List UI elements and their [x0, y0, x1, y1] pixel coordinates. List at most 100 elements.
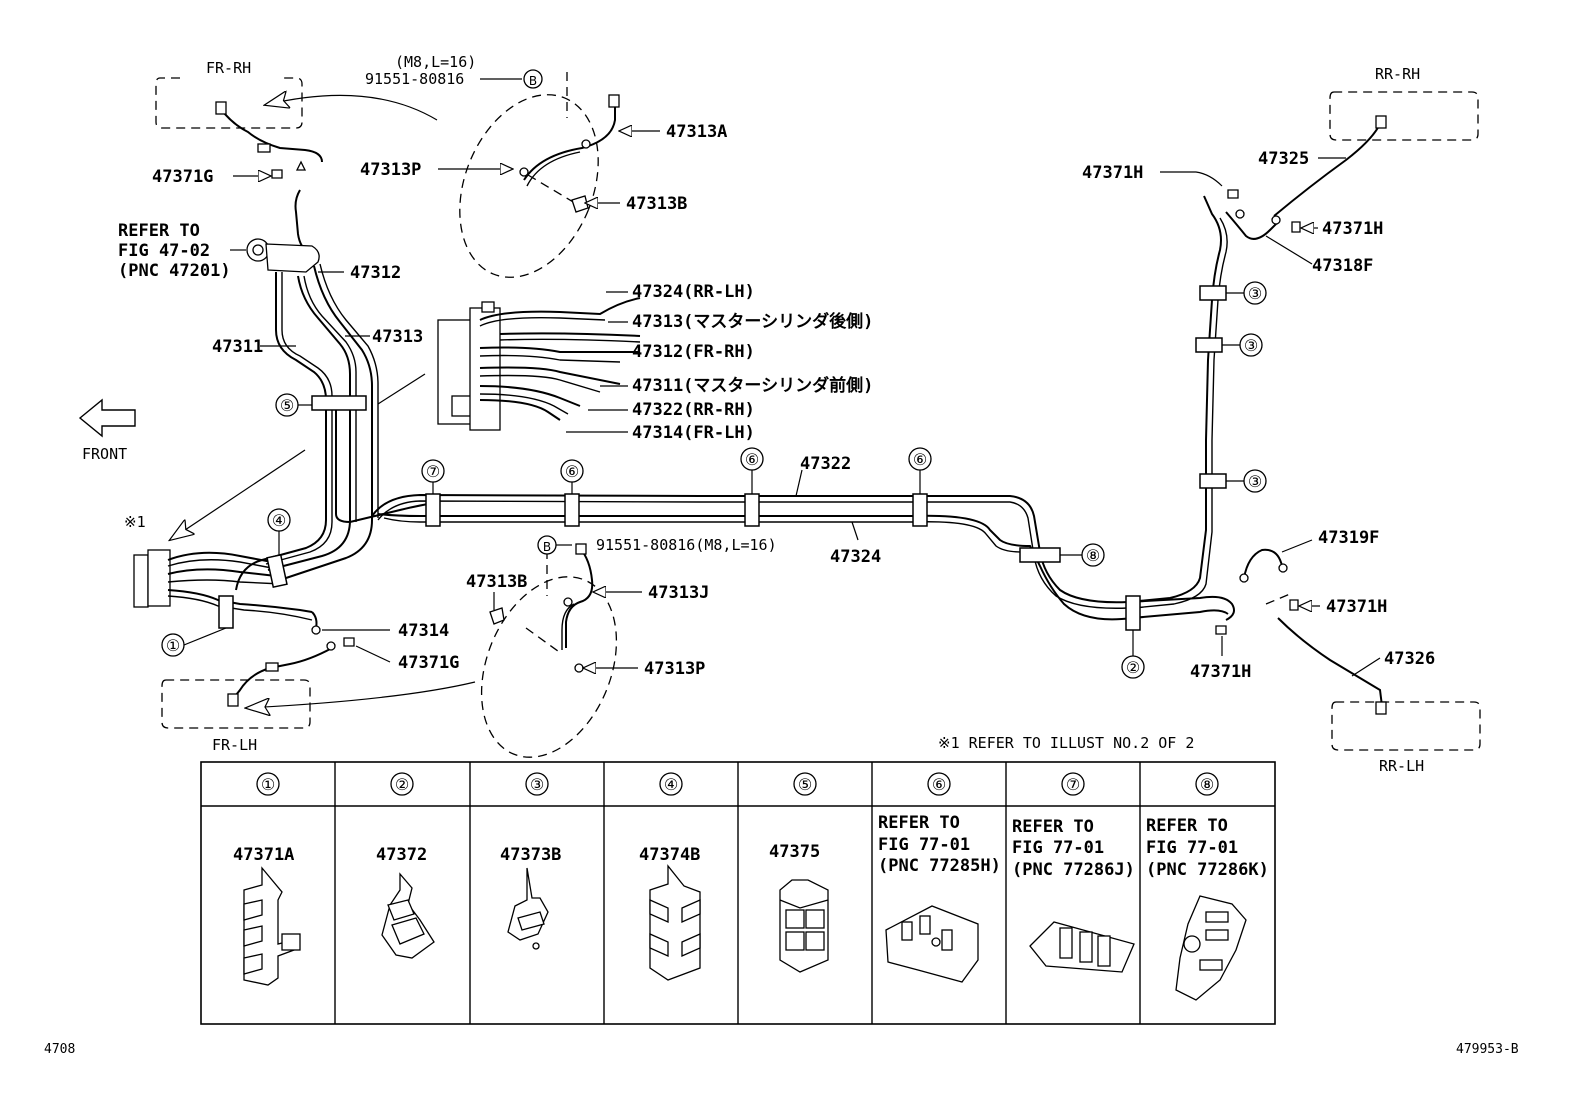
- refer-main-line1: REFER TO: [118, 221, 200, 241]
- label-47318F: 47318F: [1312, 256, 1373, 276]
- callout-6-tube-a: ⑥: [565, 462, 579, 481]
- master-label-47324: 47324(RR-LH): [632, 282, 755, 302]
- label-47371H-left: 47371H: [1082, 163, 1143, 183]
- callout-3-b: ③: [1244, 336, 1258, 355]
- clip-47371g-bottom: [343, 637, 355, 647]
- label-47313A: 47313A: [666, 122, 727, 142]
- clamp-5: ⑤: [275, 393, 367, 417]
- note-mark: ※1: [124, 513, 146, 531]
- callout-5: ⑤: [280, 396, 294, 415]
- rr-lh-label: RR-LH: [1379, 757, 1424, 775]
- bolt-mid-part: 91551-80816(M8,L=16): [596, 536, 777, 554]
- label-47371H-bottom: 47371H: [1190, 662, 1251, 682]
- callout-1: ①: [166, 636, 180, 655]
- table-part-47374B: 47374B: [639, 845, 700, 865]
- part-labels: 47313A 47313P 47313B 47371G 47312 47311 …: [152, 122, 1435, 682]
- label-47371H-mid: 47371H: [1326, 597, 1387, 617]
- fr-lh-pointer: [246, 681, 476, 708]
- clamp-4: ④: [266, 508, 291, 589]
- clip-47371a-icon: [243, 866, 301, 986]
- table-part-47375: 47375: [769, 842, 820, 862]
- fr-rh-wheel-box: FR-RH: [155, 59, 303, 129]
- table-header-7: ⑦: [1066, 775, 1080, 794]
- label-47314: 47314: [398, 621, 449, 641]
- label-47319F: 47319F: [1318, 528, 1379, 548]
- table-part-47371A: 47371A: [233, 845, 294, 865]
- label-47311: 47311: [212, 337, 263, 357]
- table-refer-7-line1: REFER TO: [1012, 817, 1094, 837]
- table-header-1: ①: [261, 775, 275, 794]
- bolt-top-spec: (M8,L=16): [395, 53, 476, 71]
- label-47313B-mid: 47313B: [466, 572, 527, 592]
- callout-3-a: ③: [1248, 284, 1262, 303]
- bolt-top-part: 91551-80816: [365, 70, 464, 88]
- master-cylinder-labels: 47324(RR-LH) 47313(マスターシリンダ後側) 47312(FR-…: [566, 282, 873, 443]
- rr-lh-hose: [1215, 548, 1387, 715]
- clip-47374b-icon: [649, 864, 701, 981]
- label-47324: 47324: [830, 547, 881, 567]
- clip-77286k-icon: [1175, 895, 1247, 1001]
- table-refer-6-line1: REFER TO: [878, 813, 960, 833]
- fr-lh-hose: [227, 611, 336, 707]
- master-label-47322: 47322(RR-RH): [632, 400, 755, 420]
- block-pointer: [170, 449, 306, 540]
- label-47325: 47325: [1258, 149, 1309, 169]
- label-47313P-top: 47313P: [360, 160, 421, 180]
- label-47371G-top: 47371G: [152, 167, 213, 187]
- master-cyl-block-left: ※1: [124, 513, 313, 621]
- table-part-47373B: 47373B: [500, 845, 561, 865]
- front-label: FRONT: [82, 445, 127, 463]
- clip-77285h-icon: [885, 905, 979, 983]
- table-refer-7-line2: FIG 77-01: [1012, 838, 1104, 858]
- table-header-8: ⑧: [1200, 775, 1214, 794]
- fr-rh-hose: [215, 101, 323, 263]
- table-refer-8-line3: (PNC 77286K): [1146, 860, 1269, 880]
- master-label-47313: 47313(マスターシリンダ後側): [632, 311, 873, 332]
- rear-tubes: [371, 480, 1235, 621]
- table-part-47372: 47372: [376, 845, 427, 865]
- label-47313J: 47313J: [648, 583, 709, 603]
- rr-rh-tube: ③ ③ ③: [1195, 115, 1387, 493]
- label-47312: 47312: [350, 263, 401, 283]
- table-refer-6-line3: (PNC 77285H): [878, 856, 1001, 876]
- label-47371G-bottom: 47371G: [398, 653, 459, 673]
- table-refer-7-line3: (PNC 77286J): [1012, 860, 1135, 880]
- table-header-4: ④: [664, 775, 678, 794]
- label-47313: 47313: [372, 327, 423, 347]
- table-header-2: ②: [395, 775, 409, 794]
- footer-right-code: 479953-B: [1456, 1042, 1519, 1057]
- parts-table: ① ② ③ ④ ⑤ ⑥ ⑦ ⑧ 47371A 47372 47373B 4737…: [200, 761, 1276, 1025]
- clip-47371g-top: [233, 169, 283, 178]
- fr-rh-label: FR-RH: [206, 59, 251, 77]
- fr-lh-wheel-box: FR-LH: [161, 679, 311, 754]
- label-47313P-mid: 47313P: [644, 659, 705, 679]
- clip-47372-icon: [381, 872, 435, 959]
- callout-7-tube: ⑦: [426, 462, 440, 481]
- refer-main-line2: FIG 47-02: [118, 241, 210, 261]
- fr-rh-pointer: [265, 95, 438, 121]
- callout-3-c: ③: [1248, 472, 1262, 491]
- front-arrow-icon: FRONT: [78, 398, 136, 463]
- clip-47375-icon: [779, 879, 829, 973]
- rear-clips: ⑦ ⑥ ⑥ ⑥ ⑧ ②: [421, 447, 1145, 679]
- note-refer-illust: ※1 REFER TO ILLUST NO.2 OF 2: [938, 734, 1194, 752]
- clamp-1: ①: [161, 595, 234, 657]
- table-refer-8-line2: FIG 77-01: [1146, 838, 1238, 858]
- master-label-47311: 47311(マスターシリンダ前側): [632, 375, 873, 396]
- callout-8-tube: ⑧: [1086, 546, 1100, 565]
- callout-4: ④: [272, 511, 286, 530]
- clip-77286j-icon: [1029, 921, 1135, 973]
- refer-fig-47-02: REFER TO FIG 47-02 (PNC 47201): [118, 221, 320, 281]
- label-47322: 47322: [800, 454, 851, 474]
- detail-mid-ellipse: B 91551-80816(M8,L=16): [480, 535, 777, 758]
- label-47313B-top: 47313B: [626, 194, 687, 214]
- table-header-5: ⑤: [798, 775, 812, 794]
- master-cylinder-detail: [437, 297, 641, 431]
- rr-lh-wheel-box: RR-LH: [1331, 701, 1481, 775]
- block-pointer-2: [377, 373, 426, 405]
- callout-6-tube-c: ⑥: [913, 450, 927, 469]
- bolt-mid-mark: B: [543, 540, 551, 554]
- table-header-6: ⑥: [932, 775, 946, 794]
- fr-lh-label: FR-LH: [212, 736, 257, 754]
